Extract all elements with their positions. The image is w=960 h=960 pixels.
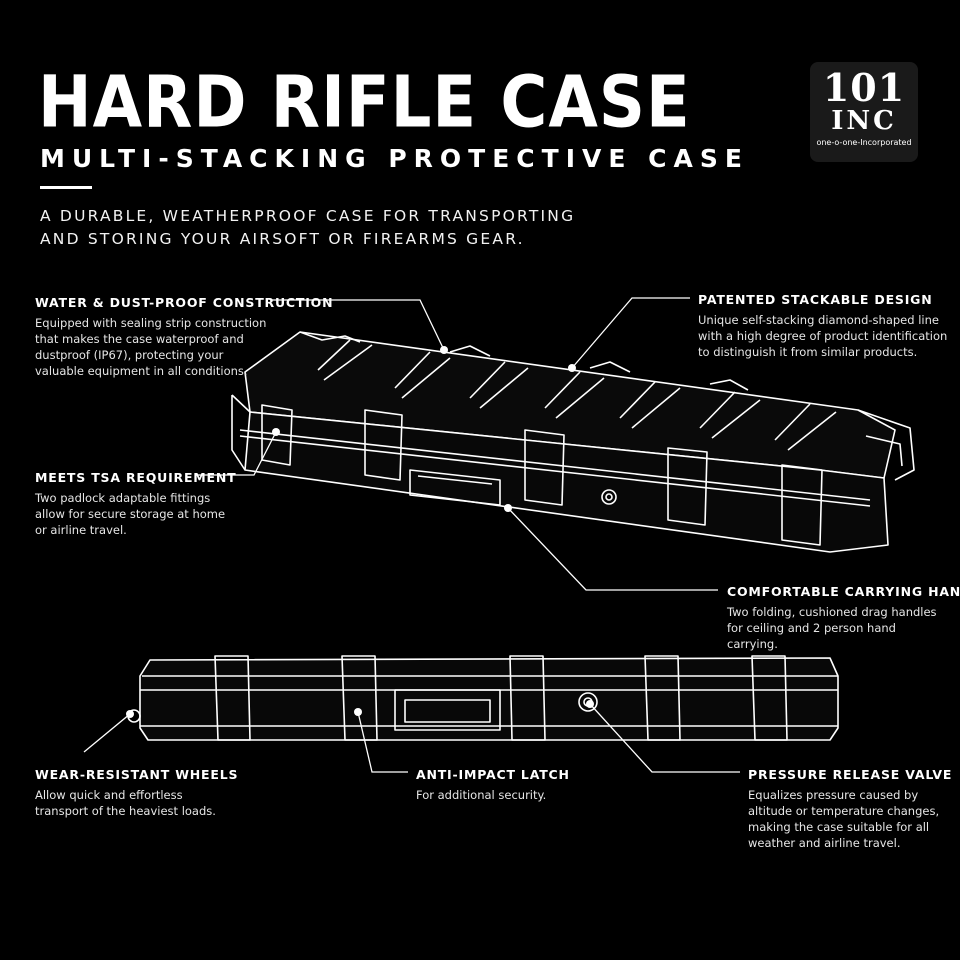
feature-anti-impact-latch: ANTI-IMPACT LATCH For additional securit… — [416, 767, 616, 803]
side-case-drawing — [127, 655, 839, 741]
logo-number: 101 — [822, 65, 906, 110]
feature-description: Allow quick and effortless transport of … — [35, 788, 216, 818]
feature-tsa-requirement: MEETS TSA REQUIREMENT Two padlock adapta… — [35, 470, 240, 538]
feature-description: Equalizes pressure caused by altitude or… — [748, 788, 940, 850]
angled-case-drawing — [231, 331, 915, 553]
feature-description: Unique self-stacking diamond-shaped line… — [698, 313, 948, 359]
feature-title: PATENTED STACKABLE DESIGN — [698, 292, 933, 307]
feature-title: WEAR-RESISTANT WHEELS — [35, 767, 239, 782]
feature-description: Two padlock adaptable fittings allow for… — [35, 491, 226, 537]
feature-pressure-valve: PRESSURE RELEASE VALVE Equalizes pressur… — [748, 767, 953, 851]
logo-word: INC — [831, 106, 897, 136]
feature-water-dust-proof: WATER & DUST-PROOF CONSTRUCTION Equipped… — [35, 295, 334, 379]
feature-description: Equipped with sealing strip construction… — [35, 316, 267, 378]
title-divider — [40, 186, 92, 189]
brand-logo: 101 INC one-o-one-Incorporated — [810, 62, 918, 162]
feature-title: COMFORTABLE CARRYING HANDLES — [727, 584, 960, 599]
feature-carrying-handles: COMFORTABLE CARRYING HANDLES Two folding… — [727, 584, 960, 652]
feature-stackable-design: PATENTED STACKABLE DESIGN Unique self-st… — [698, 292, 948, 360]
logo-tagline: one-o-one-Incorporated — [816, 138, 912, 147]
callout-dots — [126, 346, 594, 718]
feature-title: ANTI-IMPACT LATCH — [416, 767, 570, 782]
feature-title: PRESSURE RELEASE VALVE — [748, 767, 953, 782]
page-subtitle: MULTI-STACKING PROTECTIVE CASE — [40, 144, 749, 173]
feature-wheels: WEAR-RESISTANT WHEELS Allow quick and ef… — [35, 767, 239, 819]
callout-leaders — [83, 297, 740, 773]
page-title: HARD RIFLE CASE — [38, 61, 691, 145]
feature-title: WATER & DUST-PROOF CONSTRUCTION — [35, 295, 334, 310]
feature-description: Two folding, cushioned drag handles for … — [727, 605, 937, 651]
tagline: A DURABLE, WEATHERPROOF CASE FOR TRANSPO… — [40, 207, 576, 248]
feature-title: MEETS TSA REQUIREMENT — [35, 470, 237, 485]
feature-description: For additional security. — [416, 788, 547, 802]
